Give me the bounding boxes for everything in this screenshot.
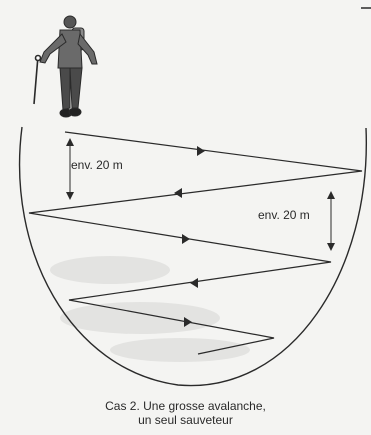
figure-caption: Cas 2. Une grosse avalanche, un seul sau… bbox=[0, 399, 371, 427]
direction-arrow-icon bbox=[197, 146, 205, 156]
direction-arrow-icon bbox=[182, 234, 190, 244]
search-path bbox=[28, 131, 363, 355]
spacing-arrow-left bbox=[66, 138, 74, 200]
caption-line-1: Cas 2. Une grosse avalanche, bbox=[105, 399, 266, 413]
distance-label-left: env. 20 m bbox=[71, 158, 123, 172]
distance-label-right: env. 20 m bbox=[258, 208, 310, 222]
spacing-arrow-right bbox=[327, 191, 335, 251]
direction-arrow-icon bbox=[184, 317, 192, 327]
direction-arrow-icon bbox=[190, 278, 198, 288]
direction-arrows bbox=[174, 146, 205, 327]
avalanche-probe-icon bbox=[33, 54, 42, 105]
rescuer-figure bbox=[39, 15, 98, 118]
avalanche-outline bbox=[18, 126, 367, 387]
direction-arrow-icon bbox=[174, 188, 182, 198]
debris-shading bbox=[50, 256, 250, 362]
caption-line-2: un seul sauveteur bbox=[138, 413, 233, 427]
